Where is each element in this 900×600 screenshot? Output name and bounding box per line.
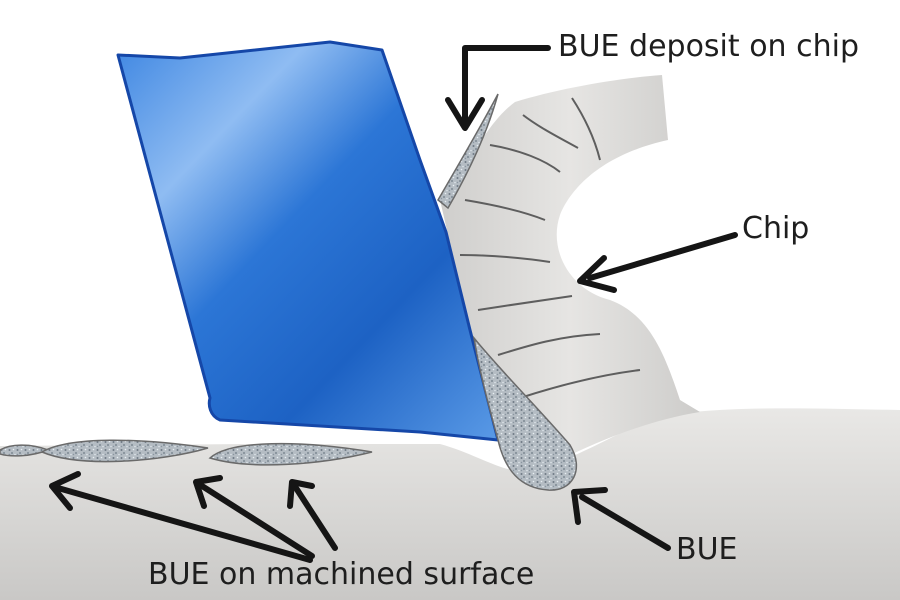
bue-on-surface-deposits (0, 439, 373, 466)
arrow-chip (587, 232, 738, 281)
label-bue-on-machined-surface: BUE on machined surface (148, 557, 535, 592)
arrow-bue-deposit-on-chip (462, 45, 551, 123)
annotation-arrows (49, 45, 738, 563)
label-bue-deposit-on-chip: BUE deposit on chip (558, 29, 859, 64)
arrow-surface-3 (293, 485, 338, 551)
arrow-surface-1 (55, 485, 313, 563)
cutting-tool (116, 40, 500, 442)
label-bue: BUE (676, 532, 738, 567)
arrow-bue (579, 494, 671, 551)
bue-deposit-on-chip (437, 93, 499, 210)
bue-at-tool-tip (472, 335, 578, 491)
chip-lamella-lines (459, 97, 641, 399)
label-chip: Chip (742, 211, 810, 246)
chip (440, 75, 700, 468)
arrow-surface-2 (199, 483, 315, 559)
